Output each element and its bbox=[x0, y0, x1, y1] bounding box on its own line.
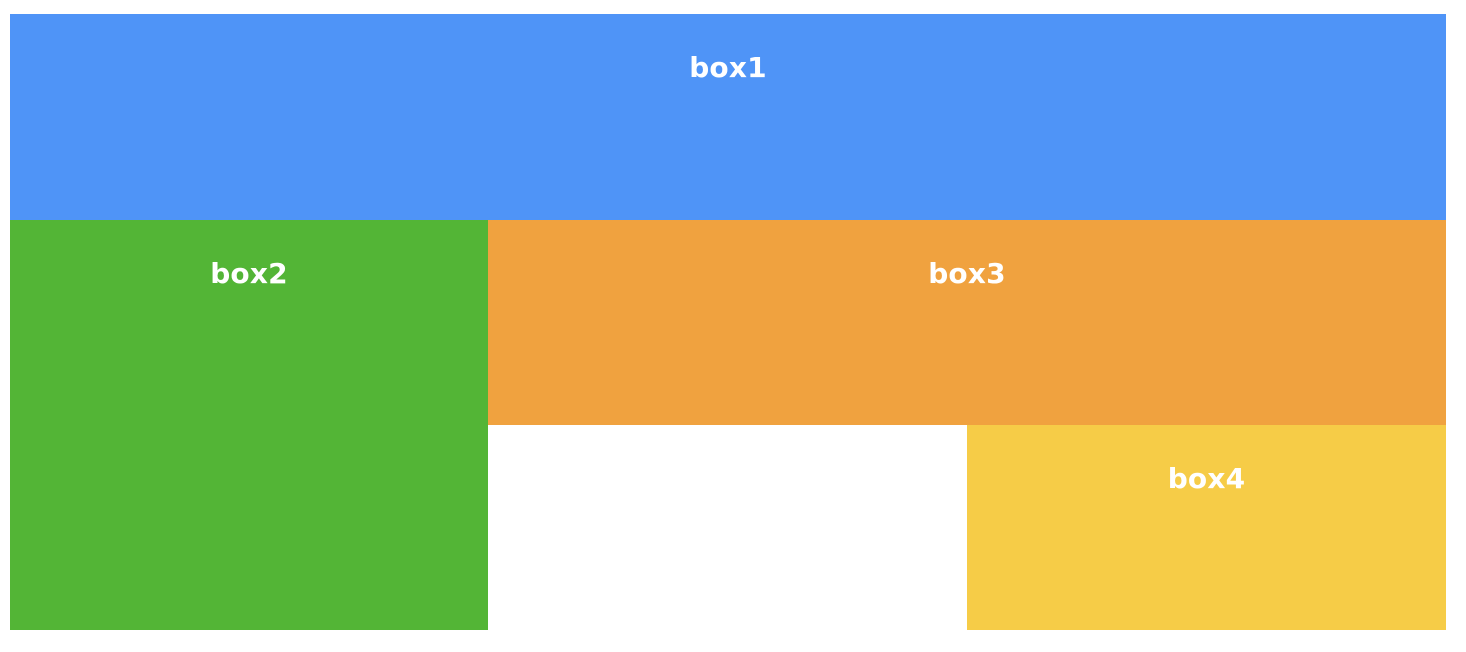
box3: box3 bbox=[488, 220, 1446, 425]
box3-label: box3 bbox=[928, 257, 1006, 290]
box1: box1 bbox=[10, 14, 1446, 220]
box2: box2 bbox=[10, 220, 488, 630]
box4: box4 bbox=[967, 425, 1446, 630]
box4-label: box4 bbox=[1167, 462, 1246, 495]
box2-label: box2 bbox=[210, 257, 288, 290]
box1-label: box1 bbox=[689, 51, 767, 84]
